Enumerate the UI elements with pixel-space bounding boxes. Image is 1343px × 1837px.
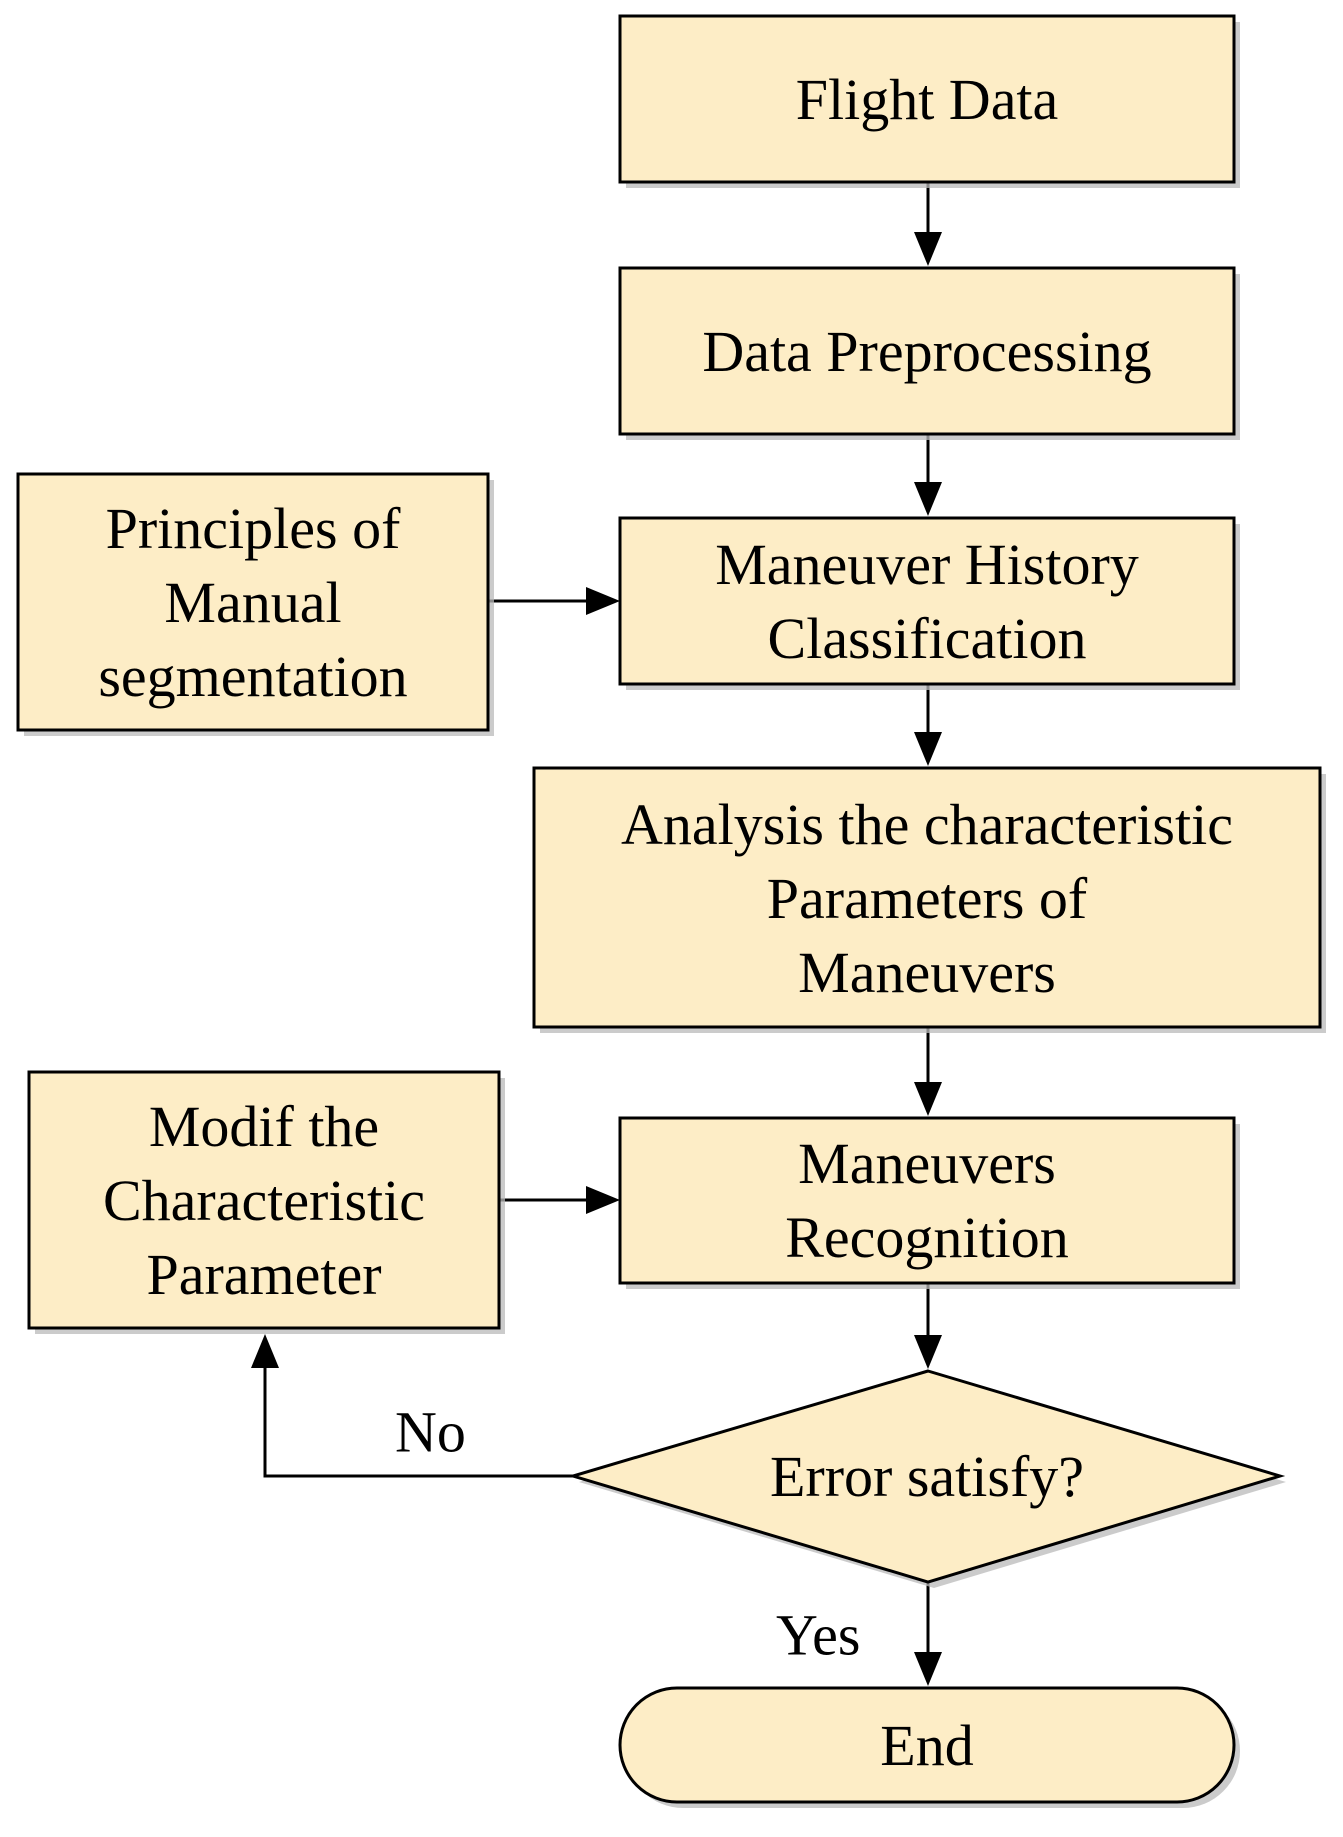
node-end: End bbox=[618, 1686, 1240, 1808]
analysis-parameters-line-2: Parameters of bbox=[767, 866, 1088, 931]
node-manual-segmentation-text: Principles of Manual segmentation bbox=[98, 496, 407, 709]
node-data-preprocessing: Data Preprocessing bbox=[618, 266, 1240, 440]
modify-parameter-line-1: Modif the bbox=[149, 1094, 379, 1159]
edge-modify-to-recognition bbox=[499, 1186, 620, 1214]
manual-segmentation-line-3: segmentation bbox=[98, 644, 407, 709]
manual-segmentation-line-1: Principles of bbox=[106, 496, 401, 561]
node-error-decision-text: Error satisfy? bbox=[770, 1444, 1084, 1509]
edge-classification-to-analysis bbox=[914, 684, 942, 766]
edge-flight-to-preprocessing bbox=[914, 182, 942, 266]
node-manual-segmentation: Principles of Manual segmentation bbox=[16, 472, 494, 736]
edge-recognition-to-decision bbox=[914, 1283, 942, 1369]
manual-segmentation-line-2: Manual bbox=[164, 570, 341, 635]
data-preprocessing-line-1: Data Preprocessing bbox=[702, 319, 1151, 384]
node-flight-data-text: Flight Data bbox=[796, 67, 1059, 132]
node-end-text: End bbox=[880, 1713, 973, 1778]
edge-label-no: No bbox=[395, 1400, 466, 1465]
flight-data-line-1: Flight Data bbox=[796, 67, 1059, 132]
maneuver-classification-line-2: Classification bbox=[768, 606, 1087, 671]
modify-parameter-line-2: Characteristic bbox=[103, 1168, 425, 1233]
maneuvers-recognition-line-1: Maneuvers bbox=[798, 1131, 1056, 1196]
edge-preprocessing-to-classification bbox=[914, 434, 942, 516]
edge-decision-yes-to-end bbox=[914, 1582, 942, 1686]
analysis-parameters-line-1: Analysis the characteristic bbox=[621, 792, 1233, 857]
modify-parameter-line-3: Parameter bbox=[146, 1242, 381, 1307]
end-line-1: End bbox=[880, 1713, 973, 1778]
maneuvers-recognition-line-2: Recognition bbox=[785, 1205, 1069, 1270]
edge-analysis-to-recognition bbox=[914, 1027, 942, 1116]
edge-segmentation-to-classification bbox=[488, 587, 620, 615]
node-data-preprocessing-text: Data Preprocessing bbox=[702, 319, 1151, 384]
node-error-decision: Error satisfy? bbox=[567, 1369, 1286, 1588]
edge-decision-no-to-modify bbox=[251, 1334, 573, 1478]
maneuver-classification-line-1: Maneuver History bbox=[715, 532, 1139, 597]
analysis-parameters-line-3: Maneuvers bbox=[798, 940, 1056, 1005]
edge-label-yes: Yes bbox=[776, 1603, 860, 1668]
error-decision-line-1: Error satisfy? bbox=[770, 1444, 1084, 1509]
node-flight-data: Flight Data bbox=[618, 14, 1240, 188]
